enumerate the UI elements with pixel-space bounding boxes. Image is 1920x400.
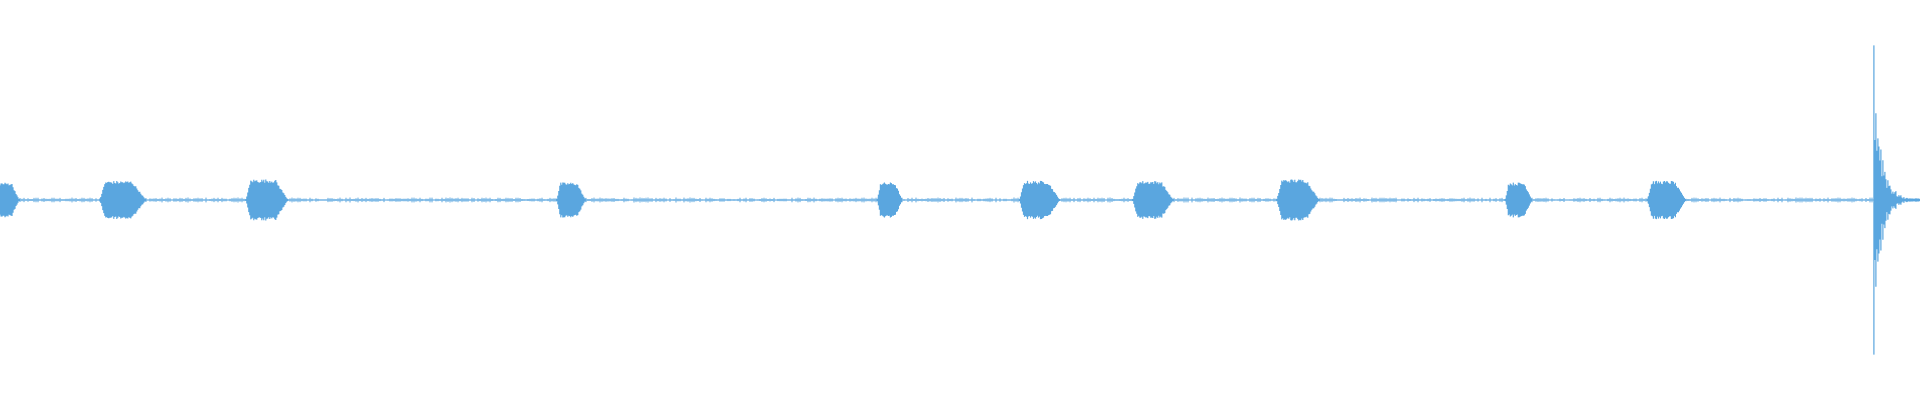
waveform-segment-3 [245, 179, 289, 221]
waveform-segment-7 [1132, 181, 1174, 219]
waveform-segment-6 [1018, 180, 1061, 220]
waveform-segment-1 [0, 182, 20, 218]
waveform-segment-5 [876, 182, 902, 218]
waveform-segment-4 [556, 182, 586, 218]
waveform-segment-10 [1646, 180, 1686, 220]
waveform-segment-8 [1276, 179, 1320, 221]
waveform-segment-11 [1873, 45, 1920, 355]
waveform-segment-2 [99, 181, 147, 219]
waveform-segment-9 [1504, 182, 1532, 218]
